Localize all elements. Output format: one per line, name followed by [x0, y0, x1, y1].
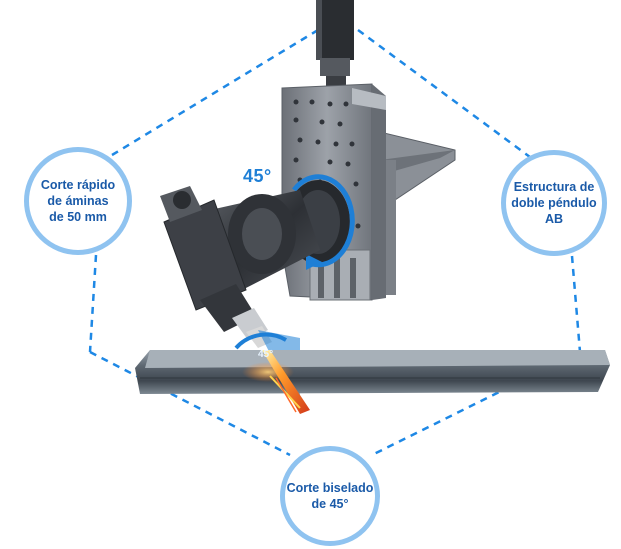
- bevel-angle-label: 45°: [258, 349, 274, 360]
- dashed-hexagon-frame: [88, 28, 582, 457]
- laser-beam: [242, 350, 310, 414]
- cutting-head: [160, 186, 320, 348]
- feature-text: Estructura de: [513, 180, 595, 194]
- feature-text: AB: [544, 212, 564, 226]
- rotation-arc: [292, 174, 355, 268]
- feature-bubble-double-pendulum: Estructura de doble péndulo AB: [501, 150, 607, 256]
- feature-bubble-bevel-cutting: Corte biselado de 45°: [280, 446, 380, 546]
- feature-text: de 50 mm: [49, 210, 107, 224]
- feature-text: de 45°: [311, 497, 349, 511]
- rotation-arrow-icon: [306, 254, 322, 270]
- steel-bar: [135, 350, 610, 394]
- feature-text: Corte biselado: [286, 481, 374, 495]
- rail-bracket: [378, 131, 456, 295]
- servo-motor: [316, 0, 354, 88]
- rotation-angle-label: 45°: [243, 166, 272, 186]
- feature-text: doble péndulo: [511, 196, 597, 210]
- feature-text: de áminas: [47, 194, 109, 208]
- feature-text: Corte rápido: [40, 178, 116, 192]
- feature-bubble-fast-cutting: Corte rápido de áminas de 50 mm: [24, 147, 132, 255]
